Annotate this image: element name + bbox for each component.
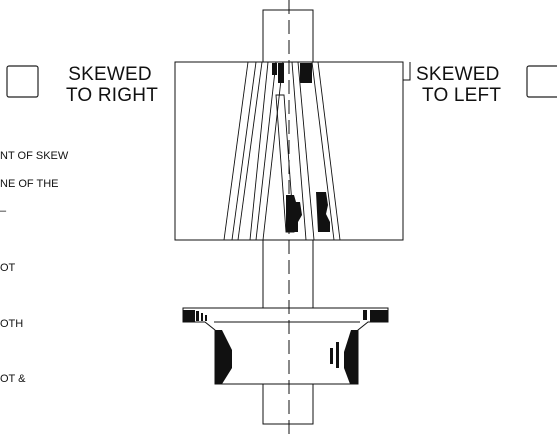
skewed-slots-right (223, 61, 284, 241)
skewed-to-left-checkbox[interactable] (526, 65, 557, 98)
note-line-5: OTH (0, 318, 24, 330)
bottom-shaft (262, 383, 314, 425)
skewed-to-right-line1: SKEWED (68, 64, 152, 85)
end-ring-marks (183, 310, 388, 384)
bar-marks-bottom (286, 192, 330, 232)
note-line-4: OT (0, 262, 16, 274)
note-line-3: – (0, 205, 7, 217)
note-line-2: NE OF THE (0, 178, 59, 190)
skewed-slots-left (291, 61, 341, 241)
skewed-to-left-line1: SKEWED (416, 64, 500, 85)
skewed-to-left-line2: TO LEFT (422, 85, 502, 106)
skewed-to-left-label: SKEWED TO LEFT (416, 64, 516, 106)
skewed-to-right-checkbox[interactable] (6, 65, 39, 98)
skewed-to-right-label: SKEWED TO RIGHT (62, 64, 158, 106)
bar-marks-top (272, 63, 312, 83)
note-line-1: NT OF SKEW (0, 150, 69, 162)
top-shaft (262, 9, 314, 64)
note-line-6: OT & (0, 373, 26, 385)
middle-shaft (262, 239, 314, 309)
skewed-to-right-line2: TO RIGHT (65, 85, 158, 106)
